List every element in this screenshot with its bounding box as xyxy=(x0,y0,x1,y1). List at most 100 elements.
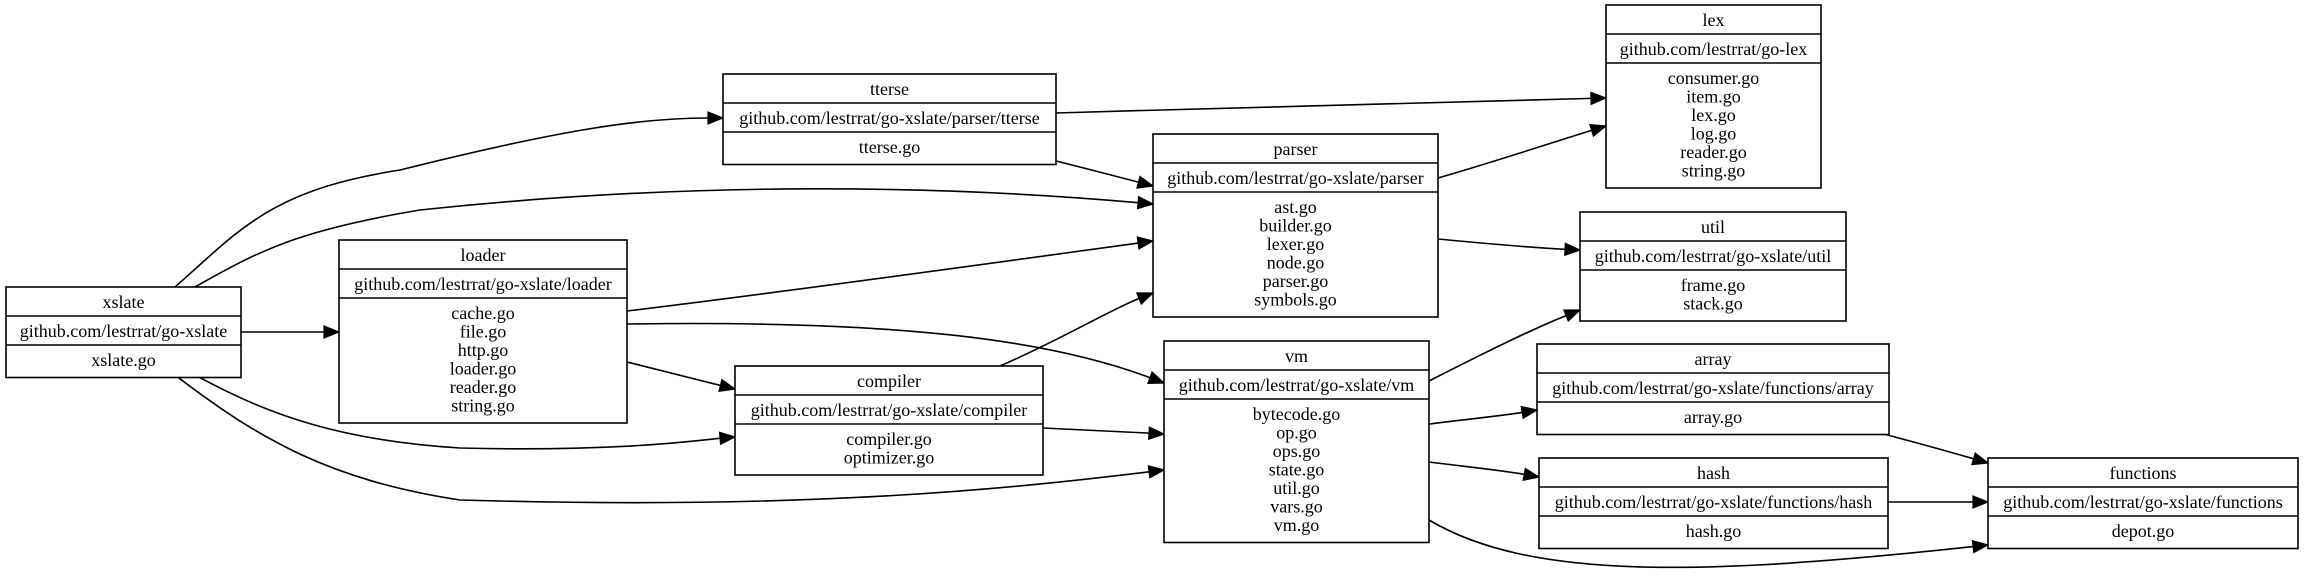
node-title: tterse xyxy=(870,79,909,99)
node-file: lexer.go xyxy=(1267,234,1324,254)
node-file: ops.go xyxy=(1273,441,1321,461)
node-box xyxy=(1579,211,1847,322)
edge-vm-to-functions xyxy=(1428,519,1990,569)
node-box xyxy=(722,73,1057,166)
node-file: stack.go xyxy=(1683,294,1742,314)
arrowhead-icon xyxy=(1562,309,1582,323)
node-file: http.go xyxy=(458,340,509,360)
node-file: cache.go xyxy=(451,303,514,323)
edge-line xyxy=(1042,427,1150,434)
node-path: github.com/lestrrat/go-xslate/loader xyxy=(354,274,611,294)
node-file: log.go xyxy=(1691,124,1737,144)
edge-xslate-to-compiler xyxy=(194,374,737,450)
edge-line xyxy=(999,297,1140,367)
arrowhead-icon xyxy=(1972,495,1990,509)
node-file: builder.go xyxy=(1259,216,1332,236)
node-box xyxy=(1536,343,1890,436)
node-title: loader xyxy=(461,245,506,265)
arrowhead-icon xyxy=(1146,371,1166,384)
node-file: consumer.go xyxy=(1668,68,1760,88)
edge-parser-to-util xyxy=(1437,238,1582,257)
node-vm: vmgithub.com/lestrrat/go-xslate/vmbyteco… xyxy=(1163,340,1430,544)
edge-compiler-to-parser xyxy=(999,292,1155,367)
node-title: hash xyxy=(1697,463,1730,483)
node-lex: lex github.com/lestrrat/go-lex consumer.go… xyxy=(1605,4,1822,189)
node-file: node.go xyxy=(1267,253,1325,273)
node-file: symbols.go xyxy=(1254,290,1337,310)
arrowhead-icon xyxy=(1520,405,1539,420)
node-file: tterse.go xyxy=(859,137,920,157)
node-file: loader.go xyxy=(450,359,516,379)
node-title: compiler xyxy=(857,371,921,391)
node-file: hash.go xyxy=(1686,521,1742,541)
edge-line xyxy=(1437,238,1566,251)
node-title: lex xyxy=(1703,10,1725,30)
node-title: vm xyxy=(1285,346,1308,366)
node-file: string.go xyxy=(451,396,515,416)
edge-compiler-to-vm xyxy=(1042,426,1166,440)
node-loader: loader github.com/lestrrat/go-xslate/load… xyxy=(338,239,628,424)
edges-layer xyxy=(174,91,1990,569)
node-tterse: ttersegithub.com/lestrrat/go-xslate/pars… xyxy=(722,73,1057,166)
node-title: array xyxy=(1695,349,1732,369)
nodes-layer: xslategithub.com/lestrrat/go-xslatexslat… xyxy=(5,4,2299,550)
node-title: util xyxy=(1701,217,1725,237)
node-box xyxy=(338,239,628,424)
node-path: github.com/lestrrat/go-lex xyxy=(1620,39,1807,59)
node-title: functions xyxy=(2110,463,2177,483)
edge-vm-to-util xyxy=(1428,309,1582,382)
node-parser: parsergithub.com/lestrrat/go-xslate/pars… xyxy=(1152,133,1439,318)
node-box xyxy=(5,286,242,379)
arrowhead-icon xyxy=(1589,123,1608,138)
arrowhead-icon xyxy=(1136,175,1155,189)
node-path: github.com/lestrrat/go-xslate xyxy=(20,321,227,341)
node-path: github.com/lestrrat/go-xslate/parser xyxy=(1167,168,1423,188)
node-box xyxy=(1163,340,1430,544)
arrowhead-icon xyxy=(1148,426,1166,440)
node-file: lex.go xyxy=(1691,105,1736,125)
node-compiler: compilergithub.com/lestrrat/go-xslate/co… xyxy=(734,365,1044,476)
arrowhead-icon xyxy=(1971,452,1990,466)
arrowhead-icon xyxy=(1564,242,1582,257)
edge-xslate-to-tterse xyxy=(174,111,725,288)
edge-xslate-to-loader xyxy=(241,325,341,339)
arrowhead-icon xyxy=(1971,539,1990,554)
edge-line xyxy=(1055,160,1139,183)
arrowhead-icon xyxy=(1135,292,1155,306)
node-file: reader.go xyxy=(450,377,516,397)
edge-line xyxy=(1437,129,1592,179)
node-file: array.go xyxy=(1684,407,1742,427)
arrowhead-icon xyxy=(718,378,737,392)
edge-line xyxy=(1428,411,1523,425)
edge-line xyxy=(626,322,1151,379)
edge-loader-to-compiler xyxy=(626,361,737,392)
node-file: vars.go xyxy=(1270,497,1323,517)
node-path: github.com/lestrrat/go-xslate/functions/… xyxy=(1552,378,1873,398)
arrowhead-icon xyxy=(1136,236,1155,250)
edge-xslate-to-vm xyxy=(174,374,1166,504)
node-hash: hashgithub.com/lestrrat/go-xslate/functi… xyxy=(1538,457,1889,550)
node-box xyxy=(1605,4,1822,189)
edge-line xyxy=(194,188,1139,288)
arrowhead-icon xyxy=(1522,467,1541,482)
edge-line xyxy=(626,361,721,387)
edge-vm-to-array xyxy=(1428,405,1539,425)
edge-line xyxy=(174,117,709,288)
node-file: file.go xyxy=(460,322,507,342)
arrowhead-icon xyxy=(1147,465,1166,479)
edge-line xyxy=(626,242,1139,312)
node-file: string.go xyxy=(1682,161,1746,181)
arrowhead-icon xyxy=(323,325,341,339)
node-functions: functionsgithub.com/lestrrat/go-xslate/f… xyxy=(1987,457,2299,550)
node-file: bytecode.go xyxy=(1253,404,1340,424)
arrowhead-icon xyxy=(1590,91,1608,106)
edge-line xyxy=(194,374,721,450)
edge-line xyxy=(1055,97,1592,114)
arrowhead-icon xyxy=(1136,195,1155,210)
edge-vm-to-hash xyxy=(1428,461,1541,482)
node-file: state.go xyxy=(1269,460,1325,480)
node-xslate: xslategithub.com/lestrrat/go-xslatexslat… xyxy=(5,286,242,379)
node-file: parser.go xyxy=(1263,271,1328,291)
node-file: vm.go xyxy=(1274,515,1320,535)
